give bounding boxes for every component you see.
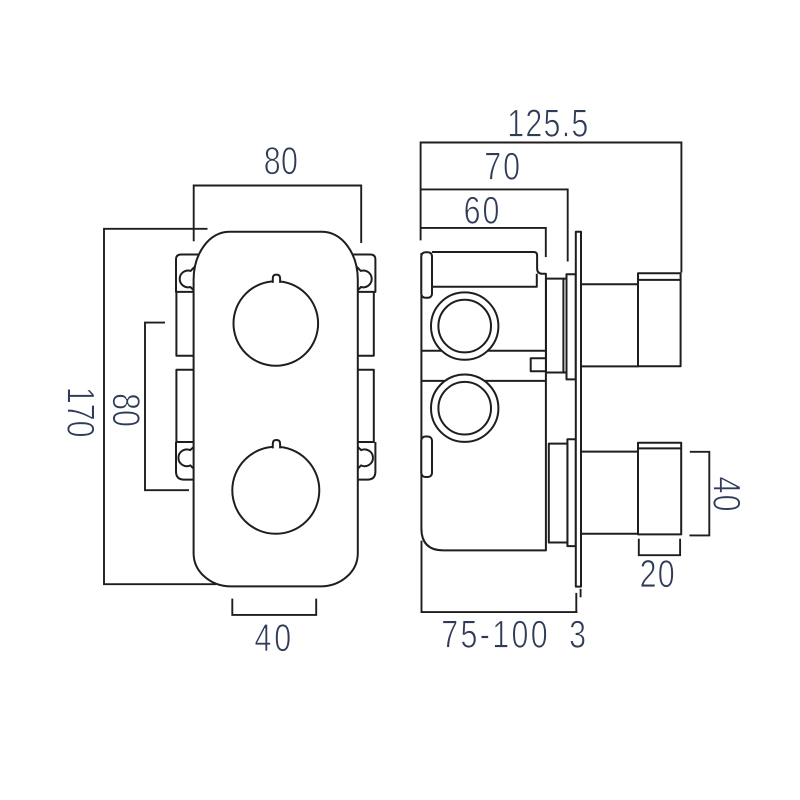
- svg-text:70: 70: [484, 145, 522, 188]
- svg-text:20: 20: [640, 553, 676, 596]
- svg-text:80: 80: [104, 393, 147, 427]
- svg-text:125.5: 125.5: [507, 102, 589, 145]
- svg-text:75-100: 75-100: [441, 613, 550, 656]
- svg-text:60: 60: [464, 189, 502, 232]
- svg-text:40: 40: [255, 616, 294, 659]
- svg-text:80: 80: [264, 139, 299, 182]
- svg-text:3: 3: [569, 613, 586, 656]
- svg-text:40: 40: [705, 477, 748, 513]
- svg-text:170: 170: [59, 387, 102, 438]
